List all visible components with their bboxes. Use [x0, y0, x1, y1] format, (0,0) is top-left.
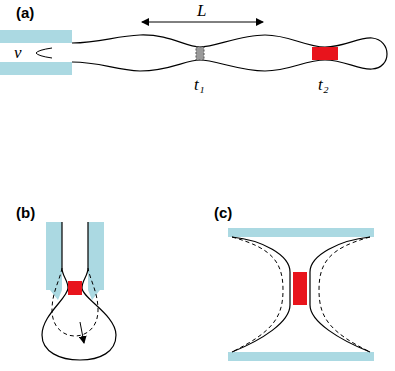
earlier-outline: [232, 237, 283, 352]
nozzle-wall: [88, 222, 104, 300]
bridge-outline: [232, 237, 290, 352]
panel-label: (c): [214, 205, 232, 220]
neck-t1: [196, 47, 204, 60]
drop-outline: [42, 222, 116, 360]
earlier-outline: [319, 237, 370, 352]
wavelength-label: L: [197, 2, 206, 19]
nozzle-wall: [0, 62, 72, 75]
time-label: t₁: [194, 76, 205, 93]
bridge-outline: [310, 237, 370, 352]
plate: [228, 352, 374, 361]
neck: [68, 281, 82, 295]
velocity-arrow: [36, 48, 52, 58]
fall-arrow: [80, 322, 84, 343]
wavelength-arrow: [142, 22, 263, 23]
panel-label: (a): [16, 5, 34, 20]
earlier-outline: [52, 268, 98, 336]
panel-label: (b): [16, 205, 35, 220]
jet-outline: [72, 35, 387, 71]
nozzle-wall: [0, 30, 72, 43]
plate: [228, 228, 374, 237]
neck-t2: [312, 47, 338, 60]
time-label: t₂: [318, 76, 329, 93]
nozzle-wall: [46, 222, 62, 300]
velocity-label: v: [14, 44, 22, 61]
neck: [293, 272, 307, 305]
